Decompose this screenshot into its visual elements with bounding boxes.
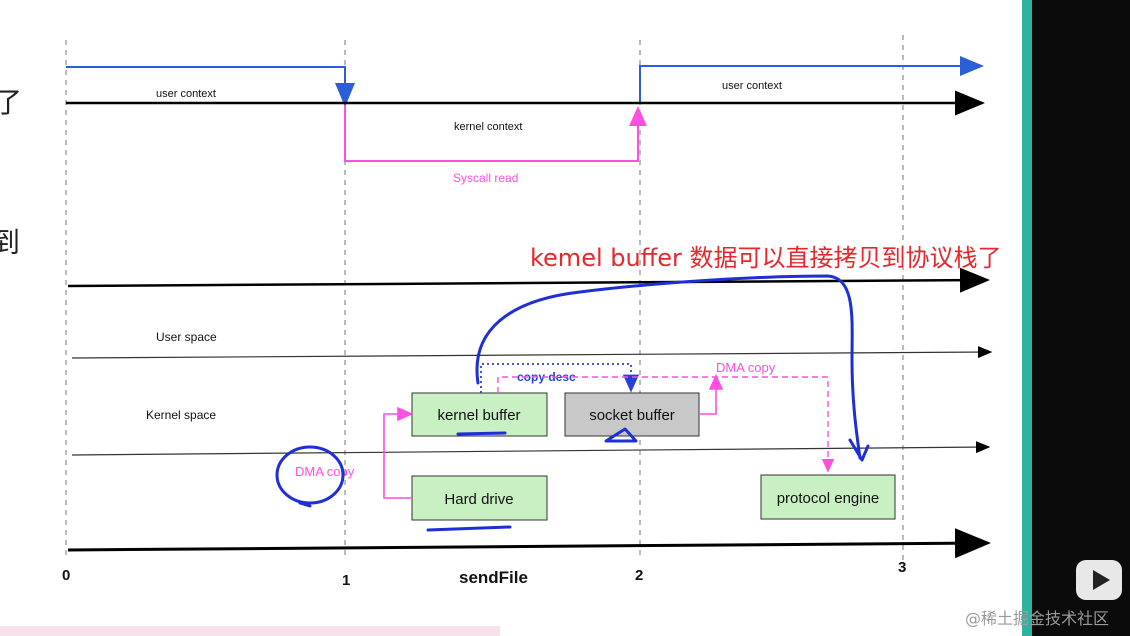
user-context-label-right: user context (722, 80, 782, 92)
kernel-to-protocol-dashed (497, 376, 835, 473)
lower-top-arrow (67, 267, 990, 293)
protocol-engine-box: protocol engine (760, 474, 896, 520)
time-guides (65, 35, 904, 560)
socket-buffer-box: socket buffer (564, 392, 700, 437)
dma-copy-left-arrow (383, 406, 414, 499)
tick-0: 0 (62, 567, 70, 584)
tick-3: 3 (898, 559, 906, 576)
bottom-pink-blur (0, 626, 500, 636)
kernel-hardware-divider (71, 441, 991, 456)
x-axis-title: sendFile (459, 568, 528, 587)
hard-drive-label: Hard drive (444, 491, 513, 508)
dma-copy-right-arrow (699, 373, 724, 415)
kernel-context-label: kernel context (454, 121, 522, 133)
syscall-read-line (344, 105, 647, 162)
side-panel-accent (1022, 0, 1032, 636)
handwriting-marks (275, 274, 870, 532)
side-panel (1032, 0, 1130, 636)
bottom-timeline-arrow (67, 528, 991, 559)
user-context-line-left (66, 66, 355, 107)
kernel-space-label: Kernel space (146, 408, 216, 422)
dma-copy-left-label: DMA copy (295, 464, 355, 479)
user-kernel-divider (71, 346, 993, 359)
copy-desc-arrow (480, 363, 640, 393)
user-space-label: User space (156, 330, 217, 344)
margin-char-1: 了 (0, 86, 22, 119)
hard-drive-box: Hard drive (411, 475, 548, 521)
socket-buffer-label: socket buffer (589, 407, 675, 424)
annotation-text: kemel buffer 数据可以直接拷贝到协议栈了 (530, 244, 1002, 272)
watermark: @稀土掘金技术社区 (965, 609, 1109, 628)
dma-copy-right-label: DMA copy (716, 360, 776, 375)
video-logo-icon (1076, 560, 1122, 600)
margin-char-2: 到 (0, 226, 20, 259)
tick-2: 2 (635, 567, 643, 584)
syscall-read-label: Syscall read (453, 171, 518, 185)
kernel-buffer-box: kernel buffer (411, 392, 548, 437)
protocol-engine-label: protocol engine (777, 490, 880, 507)
user-context-line-right (639, 56, 984, 103)
kernel-buffer-label: kernel buffer (437, 407, 520, 424)
user-context-label-left: user context (156, 88, 216, 100)
tick-1: 1 (342, 572, 350, 589)
